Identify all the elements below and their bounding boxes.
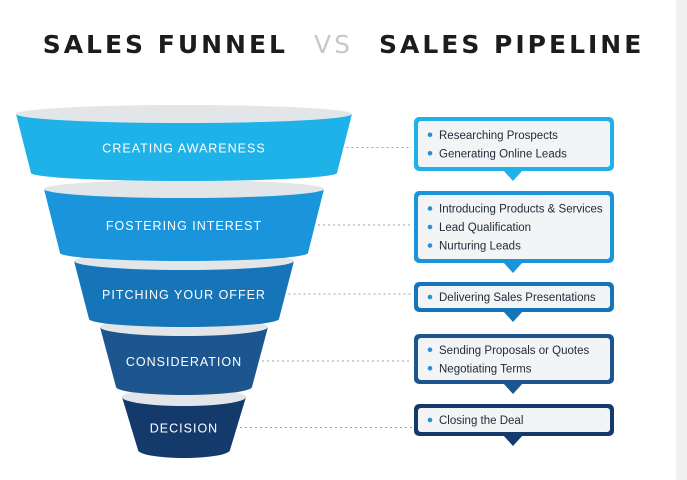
bullet-icon (427, 243, 433, 248)
funnel-segment-body (16, 114, 352, 181)
pipeline-box-pointer (503, 311, 523, 322)
pipeline-box-panel (418, 408, 610, 432)
page-title: SALES FUNNEL VS SALES PIPELINE (0, 30, 687, 59)
page-edge-strip (676, 0, 687, 480)
bullet-icon (427, 294, 433, 300)
pipeline-item: Researching Prospects (439, 130, 558, 142)
pipeline-box-panel (418, 121, 610, 167)
bullet-icon (427, 150, 433, 156)
funnel-stage-label: CREATING AWARENESS (102, 142, 265, 156)
funnel-stage-3: PITCHING YOUR OFFER (74, 252, 294, 327)
funnel-segment-body (122, 397, 246, 458)
pipeline-item: Negotiating Terms (439, 363, 532, 375)
pipeline-item: Generating Online Leads (439, 148, 567, 160)
pipeline-box-panel (418, 286, 610, 308)
bullet-icon (427, 206, 433, 211)
pipeline-box-3: Delivering Sales Presentations (414, 282, 614, 322)
pipeline-box-panel (418, 195, 610, 259)
funnel-stage-label: FOSTERING INTEREST (106, 219, 262, 233)
funnel-stage-4: CONSIDERATION (100, 318, 268, 395)
pipeline-box-pointer (503, 435, 523, 446)
pipeline-item: Nurturing Leads (439, 241, 521, 253)
title-right: SALES PIPELINE (378, 30, 645, 59)
funnel-segment-rim (16, 105, 352, 123)
title-left: SALES FUNNEL (42, 30, 288, 59)
title-vs: VS (314, 30, 353, 59)
bullet-icon (427, 417, 433, 423)
funnel-segment-body (74, 261, 294, 327)
pipeline-item: Sending Proposals or Quotes (439, 345, 589, 357)
pipeline-item: Closing the Deal (439, 415, 523, 427)
pipeline-item: Delivering Sales Presentations (439, 292, 596, 304)
funnel-stage-5: DECISION (122, 388, 246, 458)
pipeline-item: Introducing Products & Services (439, 204, 603, 216)
funnel-segment-rim (44, 180, 324, 198)
bullet-icon (427, 224, 433, 230)
funnel-stage-label: CONSIDERATION (126, 355, 242, 369)
pipeline-box-5: Closing the Deal (414, 404, 614, 446)
funnel-stage-1: CREATING AWARENESS (16, 105, 352, 181)
pipeline-box-pointer (503, 262, 523, 273)
bullet-icon (427, 347, 433, 353)
funnel-segment-body (100, 327, 268, 395)
bullet-icon (427, 365, 433, 371)
funnel-stage-label: PITCHING YOUR OFFER (102, 288, 266, 302)
pipeline-box-pointer (503, 170, 523, 181)
pipeline-box-pointer (503, 383, 523, 394)
funnel-stage-label: DECISION (150, 422, 218, 436)
pipeline-item: Lead Qualification (439, 222, 531, 234)
bullet-icon (427, 132, 433, 138)
funnel-stage-2: FOSTERING INTEREST (44, 180, 324, 261)
pipeline-box-panel (418, 338, 610, 380)
funnel-segment-body (44, 189, 324, 261)
